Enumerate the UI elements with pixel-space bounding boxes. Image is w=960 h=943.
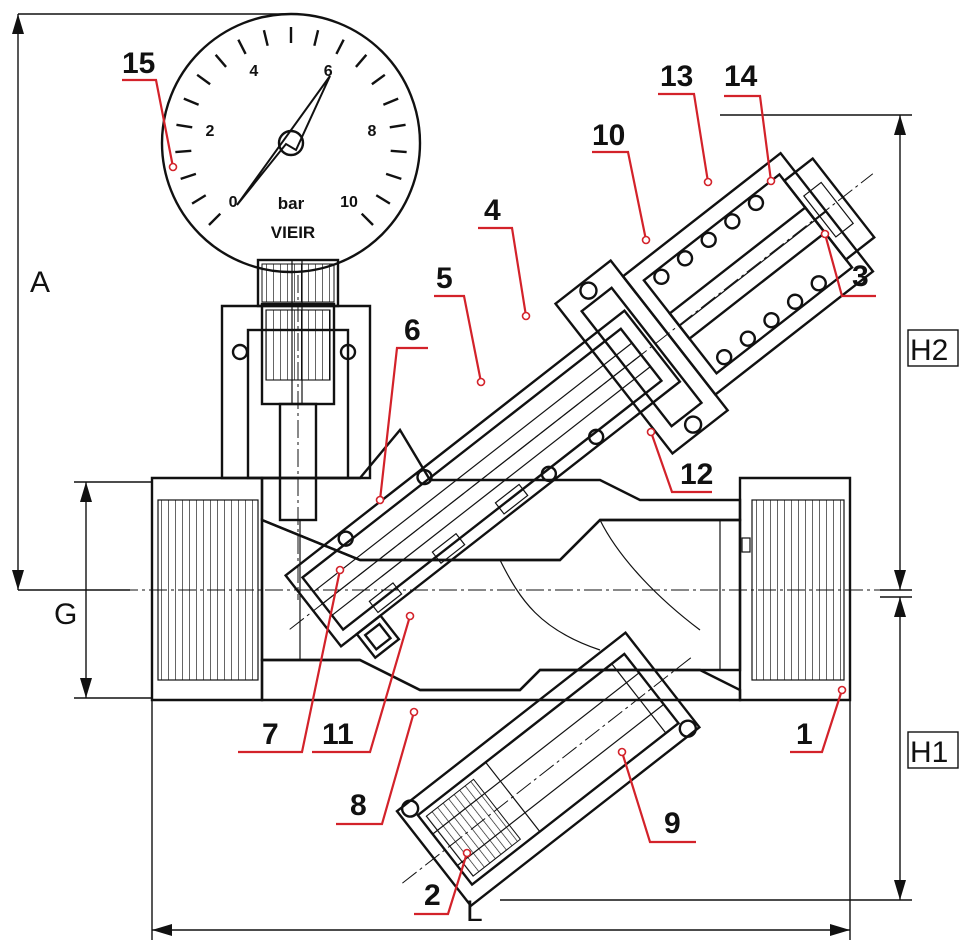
callout-4: 4 [484,194,501,227]
gauge-scale-label: 4 [249,63,258,80]
callout-2: 2 [424,879,441,912]
dim-a-label: A [30,266,50,299]
gauge-scale-label: 10 [340,194,358,211]
dim-g-label: G [54,598,77,631]
gauge-tick [382,97,399,106]
gauge-needle [236,75,331,206]
callout-7: 7 [262,718,279,751]
gauge-tick [390,149,407,154]
gauge-tick [237,39,247,55]
gauge-tick [196,73,211,86]
gauge-tick [214,54,227,68]
gauge-tick [313,29,320,47]
gauge-brand: VIEIR [271,223,315,242]
dim-h2-label: H2 [910,334,948,367]
gauge-scale: 0 2 4 6 8 10 [206,63,377,211]
pressure-gauge: 0 2 4 6 8 10 bar VIEIR [160,12,422,274]
gauge-tick [183,97,200,106]
gauge-tick [371,73,386,86]
reducer-cartridge [283,151,876,660]
gauge-tick [208,212,222,226]
gauge-tick [385,172,402,180]
gauge-unit: bar [278,194,305,213]
callout-8: 8 [350,789,367,822]
valve-body [150,427,852,702]
callout-9: 9 [664,807,681,840]
gauge-tick [175,149,192,154]
gauge-scale-label: 8 [368,123,377,140]
gauge-tick [355,54,368,68]
callout-10: 10 [592,119,625,152]
callout-12: 12 [680,458,713,491]
strainer-cap [395,630,702,908]
pressure-spring [653,194,827,366]
gauge-tick [335,39,345,55]
gauge-ticks [175,27,407,226]
dim-l-label: L [466,895,483,928]
gauge-tick [375,194,391,205]
callout-14: 14 [724,60,758,93]
gauge-scale-label: 2 [206,123,215,140]
callout-1: 1 [796,718,813,751]
gauge-tick [180,172,197,180]
gauge-tick [360,212,374,226]
gauge-tick [176,123,193,129]
callout-leaders [122,78,876,916]
centerlines [120,275,900,600]
callout-3: 3 [852,260,869,293]
dimension-lines [12,13,959,940]
gauge-connection [220,258,372,522]
gauge-tick [191,194,207,205]
callout-numbers: 15 13 14 10 4 3 5 6 12 7 11 1 8 9 2 [122,47,869,912]
gauge-tick [262,29,269,47]
dim-h1-label: H1 [910,736,948,769]
callout-13: 13 [660,60,693,93]
callout-6: 6 [404,314,421,347]
gauge-scale-label: 0 [229,194,238,211]
gauge-tick [389,123,406,129]
callout-15: 15 [122,47,155,80]
callout-5: 5 [436,262,453,295]
gauge-scale-label: 6 [324,63,333,80]
callout-11: 11 [322,718,354,751]
